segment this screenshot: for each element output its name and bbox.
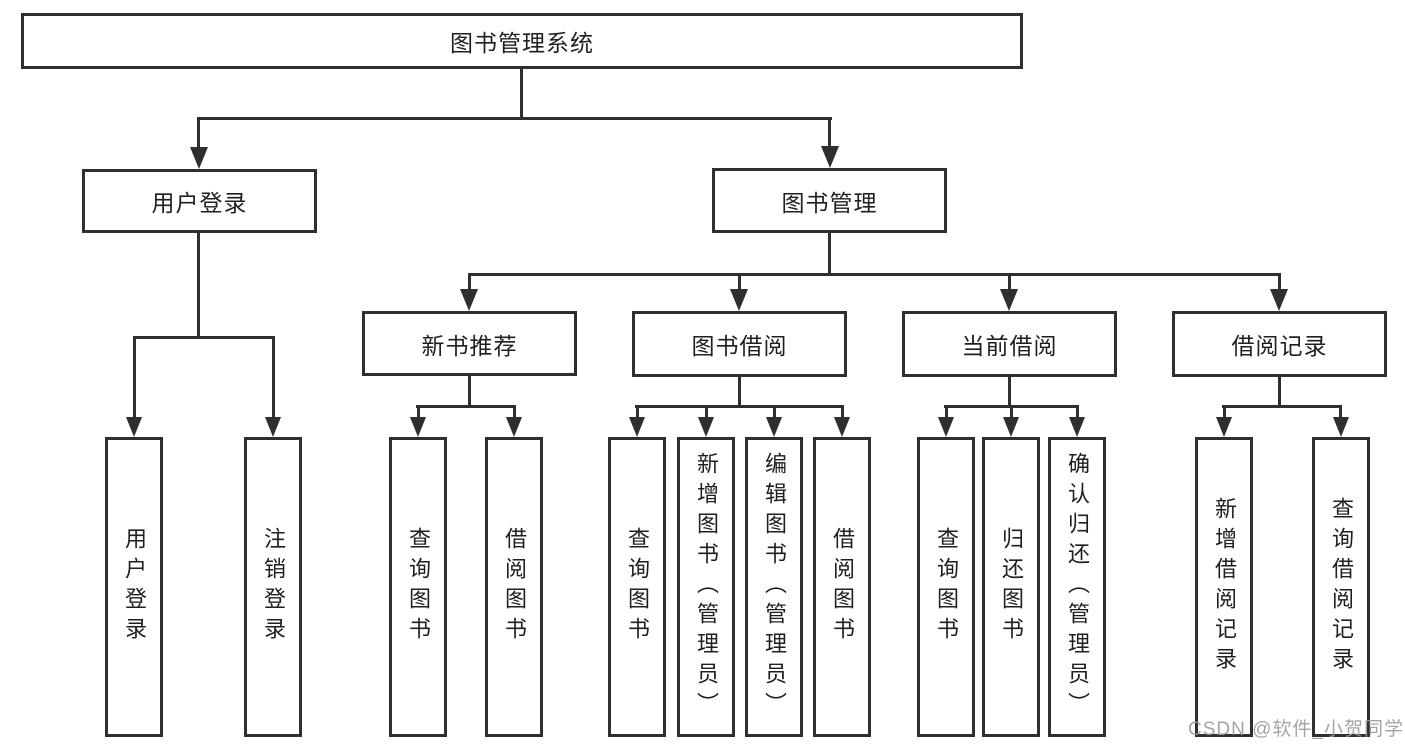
connector-line	[1222, 405, 1342, 408]
leaf-query-books-3: 查询图书	[917, 437, 975, 737]
arrowhead-down-icon	[766, 417, 782, 437]
leaf-confirm-return-admin-label: 确认归还（管理员）	[1065, 452, 1090, 722]
leaf-add-book-admin: 新增图书（管理员）	[677, 437, 735, 737]
arrowhead-down-icon	[1069, 417, 1085, 437]
arrowhead-down-icon	[126, 417, 142, 437]
watermark: CSDN @软件_小贺同学	[1188, 719, 1404, 740]
node-book-borrowing: 图书借阅	[632, 311, 847, 377]
connector-line	[197, 117, 200, 149]
leaf-user-login-label: 用户登录	[122, 527, 147, 647]
connector-line	[272, 336, 275, 419]
connector-line	[468, 376, 471, 407]
arrowhead-down-icon	[821, 146, 839, 168]
arrowhead-down-icon	[190, 147, 208, 169]
connector-line	[773, 405, 776, 419]
leaf-borrow-books-2: 借阅图书	[813, 437, 871, 737]
connector-line	[417, 405, 420, 419]
arrowhead-down-icon	[698, 417, 714, 437]
connector-line	[828, 233, 831, 275]
connector-line	[635, 405, 844, 408]
connector-line	[738, 273, 741, 291]
node-current-borrowing: 当前借阅	[902, 311, 1117, 377]
connector-line	[416, 405, 516, 408]
leaf-query-books-3-label: 查询图书	[934, 527, 959, 647]
node-book-management-label: 图书管理	[781, 189, 878, 216]
leaf-query-books-1-label: 查询图书	[406, 527, 431, 647]
arrowhead-down-icon	[265, 417, 281, 437]
connector-line	[738, 377, 741, 407]
leaf-confirm-return-admin: 确认归还（管理员）	[1048, 437, 1106, 737]
node-user-login: 用户登录	[82, 169, 317, 233]
connector-line	[1339, 405, 1342, 419]
leaf-query-books-1: 查询图书	[389, 437, 447, 737]
connector-line	[945, 405, 948, 419]
node-user-login-label: 用户登录	[151, 190, 248, 216]
leaf-query-books-2: 查询图书	[608, 437, 666, 737]
leaf-return-book: 归还图书	[982, 437, 1040, 737]
connector-line	[1076, 405, 1079, 419]
arrowhead-down-icon	[629, 417, 645, 437]
arrowhead-down-icon	[834, 417, 850, 437]
node-new-book-recommend-label: 新书推荐	[421, 332, 518, 359]
leaf-add-book-admin-label: 新增图书（管理员）	[694, 452, 719, 722]
leaf-edit-book-admin: 编辑图书（管理员）	[745, 437, 803, 737]
arrowhead-down-icon	[460, 289, 478, 311]
arrowhead-down-icon	[1003, 417, 1019, 437]
arrowhead-down-icon	[410, 417, 426, 437]
connector-line	[841, 405, 844, 419]
connector-line	[133, 336, 275, 339]
leaf-borrow-books-2-label: 借阅图书	[830, 527, 855, 647]
node-root-label: 图书管理系统	[450, 30, 594, 56]
leaf-borrow-books-1: 借阅图书	[485, 437, 543, 737]
leaf-query-books-2-label: 查询图书	[625, 527, 650, 647]
node-borrow-records: 借阅记录	[1172, 311, 1387, 377]
connector-line	[133, 336, 136, 419]
arrowhead-down-icon	[938, 417, 954, 437]
node-borrow-records-label: 借阅记录	[1231, 333, 1328, 359]
leaf-add-borrow-record: 新增借阅记录	[1195, 437, 1253, 737]
leaf-borrow-books-1-label: 借阅图书	[502, 527, 527, 647]
arrowhead-down-icon	[1216, 417, 1232, 437]
leaf-query-borrow-record-label: 查询借阅记录	[1329, 497, 1354, 677]
node-current-borrowing-label: 当前借阅	[961, 333, 1058, 359]
leaf-return-book-label: 归还图书	[999, 527, 1024, 647]
connector-line	[1223, 405, 1226, 419]
arrowhead-down-icon	[506, 417, 522, 437]
node-book-borrowing-label: 图书借阅	[691, 333, 788, 359]
leaf-edit-book-admin-label: 编辑图书（管理员）	[762, 452, 787, 722]
connector-line	[468, 273, 471, 291]
connector-line	[1008, 377, 1011, 407]
connector-line	[1278, 377, 1281, 407]
leaf-logout: 注销登录	[244, 437, 302, 737]
node-root: 图书管理系统	[21, 13, 1023, 69]
connector-line	[197, 233, 200, 337]
connector-line	[1010, 405, 1013, 419]
connector-line	[520, 69, 523, 119]
connector-line	[1278, 273, 1281, 291]
leaf-query-borrow-record: 查询借阅记录	[1312, 437, 1370, 737]
leaf-add-borrow-record-label: 新增借阅记录	[1212, 497, 1237, 677]
connector-line	[513, 405, 516, 419]
arrowhead-down-icon	[1270, 289, 1288, 311]
node-book-management: 图书管理	[712, 168, 947, 233]
node-new-book-recommend: 新书推荐	[362, 311, 577, 376]
arrowhead-down-icon	[1333, 417, 1349, 437]
connector-line	[197, 117, 832, 120]
connector-line	[636, 405, 639, 419]
connector-line	[705, 405, 708, 419]
connector-line	[1008, 273, 1011, 291]
connector-line	[828, 117, 831, 149]
connector-line	[468, 273, 1281, 276]
leaf-logout-label: 注销登录	[261, 527, 286, 647]
arrowhead-down-icon	[730, 289, 748, 311]
leaf-user-login: 用户登录	[105, 437, 163, 737]
arrowhead-down-icon	[1000, 289, 1018, 311]
